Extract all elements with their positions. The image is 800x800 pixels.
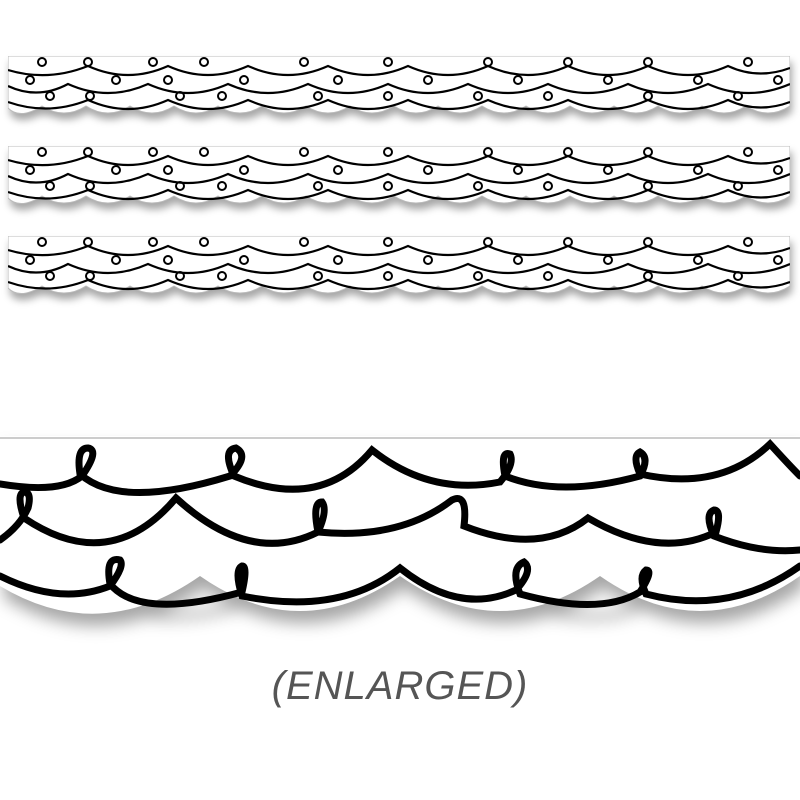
enlarged-caption: (ENLARGED) — [271, 664, 529, 708]
border-strip-3 — [8, 236, 790, 300]
border-strip-1 — [8, 56, 790, 120]
enlarged-border-detail — [0, 436, 800, 636]
border-strip-2 — [8, 146, 790, 210]
